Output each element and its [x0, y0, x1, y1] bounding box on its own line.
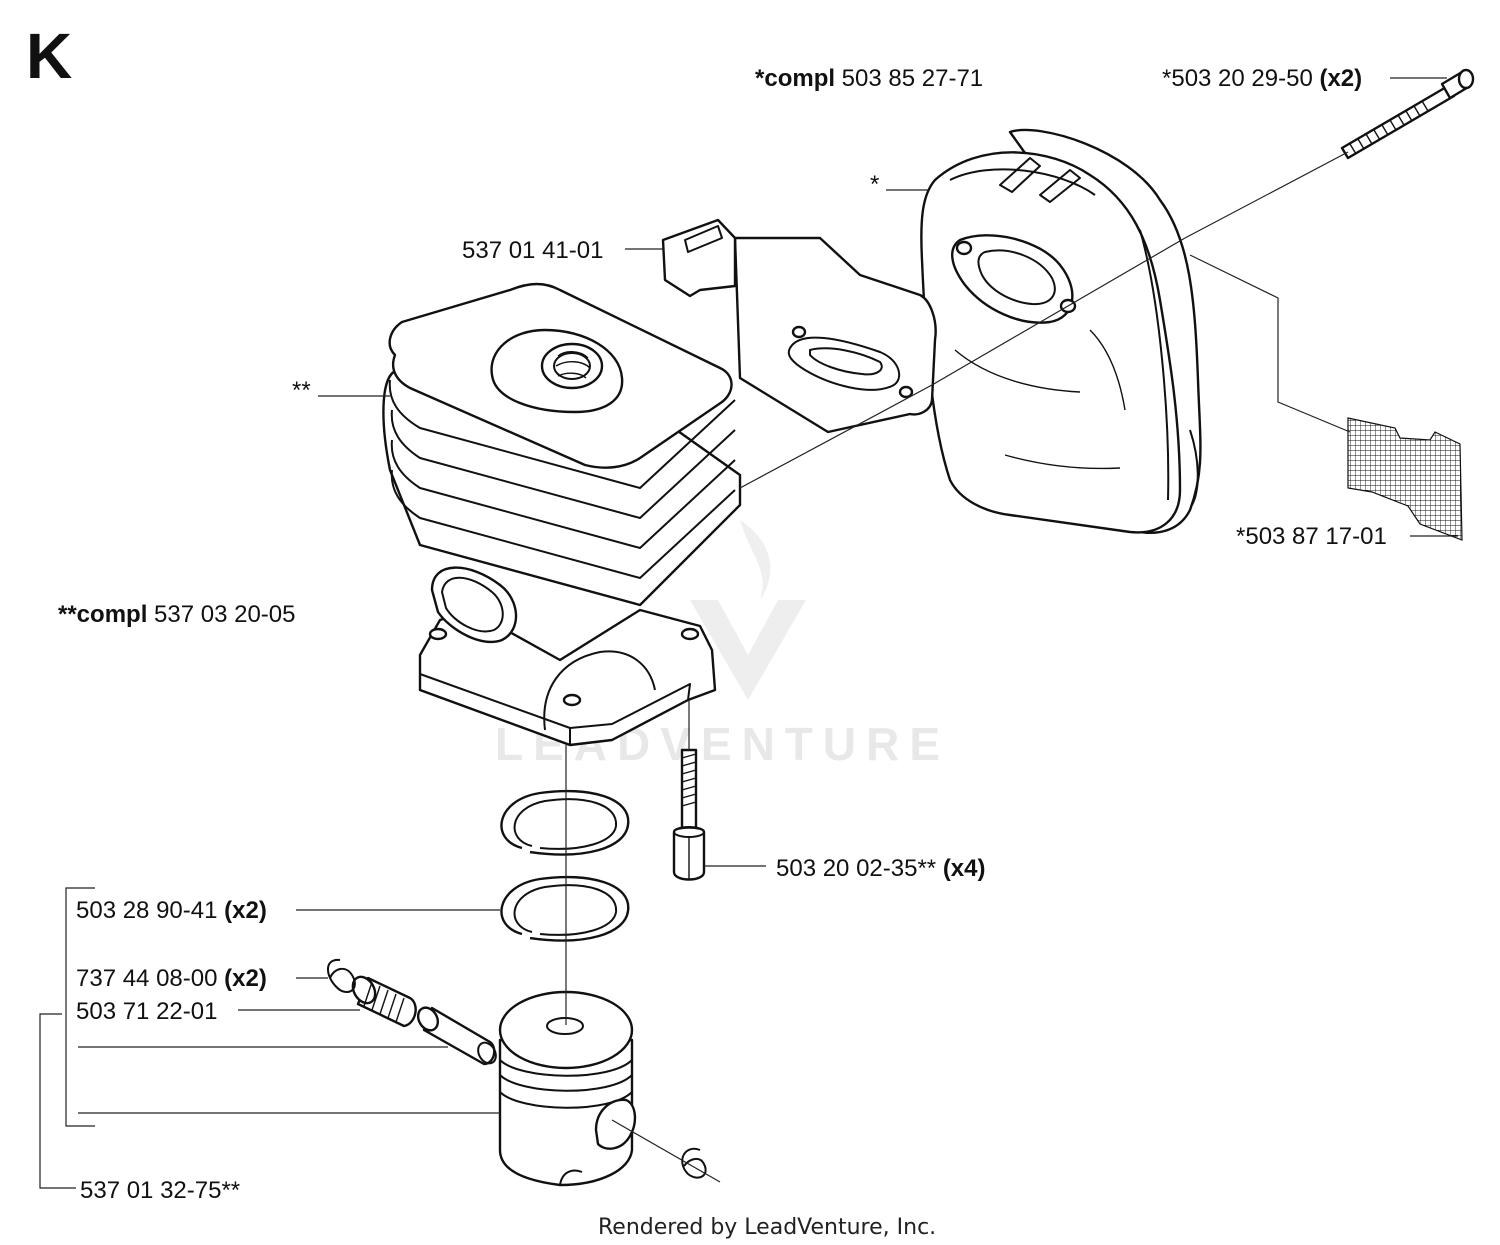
- circlip-left-part[interactable]: [327, 958, 356, 994]
- muffler-bracket-part[interactable]: [661, 218, 937, 434]
- leader-lines: [39, 77, 1458, 1189]
- muffler-marker-label[interactable]: *: [870, 171, 879, 198]
- muffler-part[interactable]: [920, 128, 1202, 534]
- needle-bearing-label[interactable]: 503 71 22-01: [76, 998, 217, 1025]
- watermark-logo: [690, 520, 806, 700]
- cylinder-screw-part[interactable]: [672, 748, 706, 881]
- circlip-right-part[interactable]: [681, 1147, 707, 1179]
- piston-ring-lower-part[interactable]: [500, 875, 630, 942]
- cylinder-part[interactable]: [382, 282, 742, 747]
- piston-pin-part[interactable]: [414, 1004, 499, 1066]
- cylinder-marker-label[interactable]: **: [292, 377, 311, 404]
- muffler-bolt-part[interactable]: [1340, 68, 1475, 160]
- needle-bearing-part[interactable]: [348, 973, 417, 1028]
- bracket-label[interactable]: 537 01 41-01: [462, 237, 603, 264]
- screen-label[interactable]: *503 87 17-01: [1236, 523, 1387, 550]
- cylinder-compl-label[interactable]: **compl 537 03 20-05: [58, 601, 295, 628]
- section-letter: K: [26, 20, 72, 92]
- cylinder-screw-label[interactable]: 503 20 02-35** (x4): [776, 855, 986, 882]
- muffler-compl-label[interactable]: *compl 503 85 27-71: [755, 65, 983, 92]
- circlip-label[interactable]: 737 44 08-00 (x2): [76, 965, 267, 992]
- spark-arrestor-screen-part[interactable]: [1347, 417, 1463, 541]
- footer-credit: Rendered by LeadVenture, Inc.: [598, 1215, 936, 1240]
- piston-part[interactable]: [498, 990, 637, 1187]
- muffler-bolt-label[interactable]: *503 20 29-50 (x2): [1162, 65, 1362, 92]
- piston-ring-upper-part[interactable]: [500, 789, 630, 856]
- piston-ring-label[interactable]: 503 28 90-41 (x2): [76, 897, 267, 924]
- piston-kit-label[interactable]: 537 01 32-75**: [80, 1177, 240, 1204]
